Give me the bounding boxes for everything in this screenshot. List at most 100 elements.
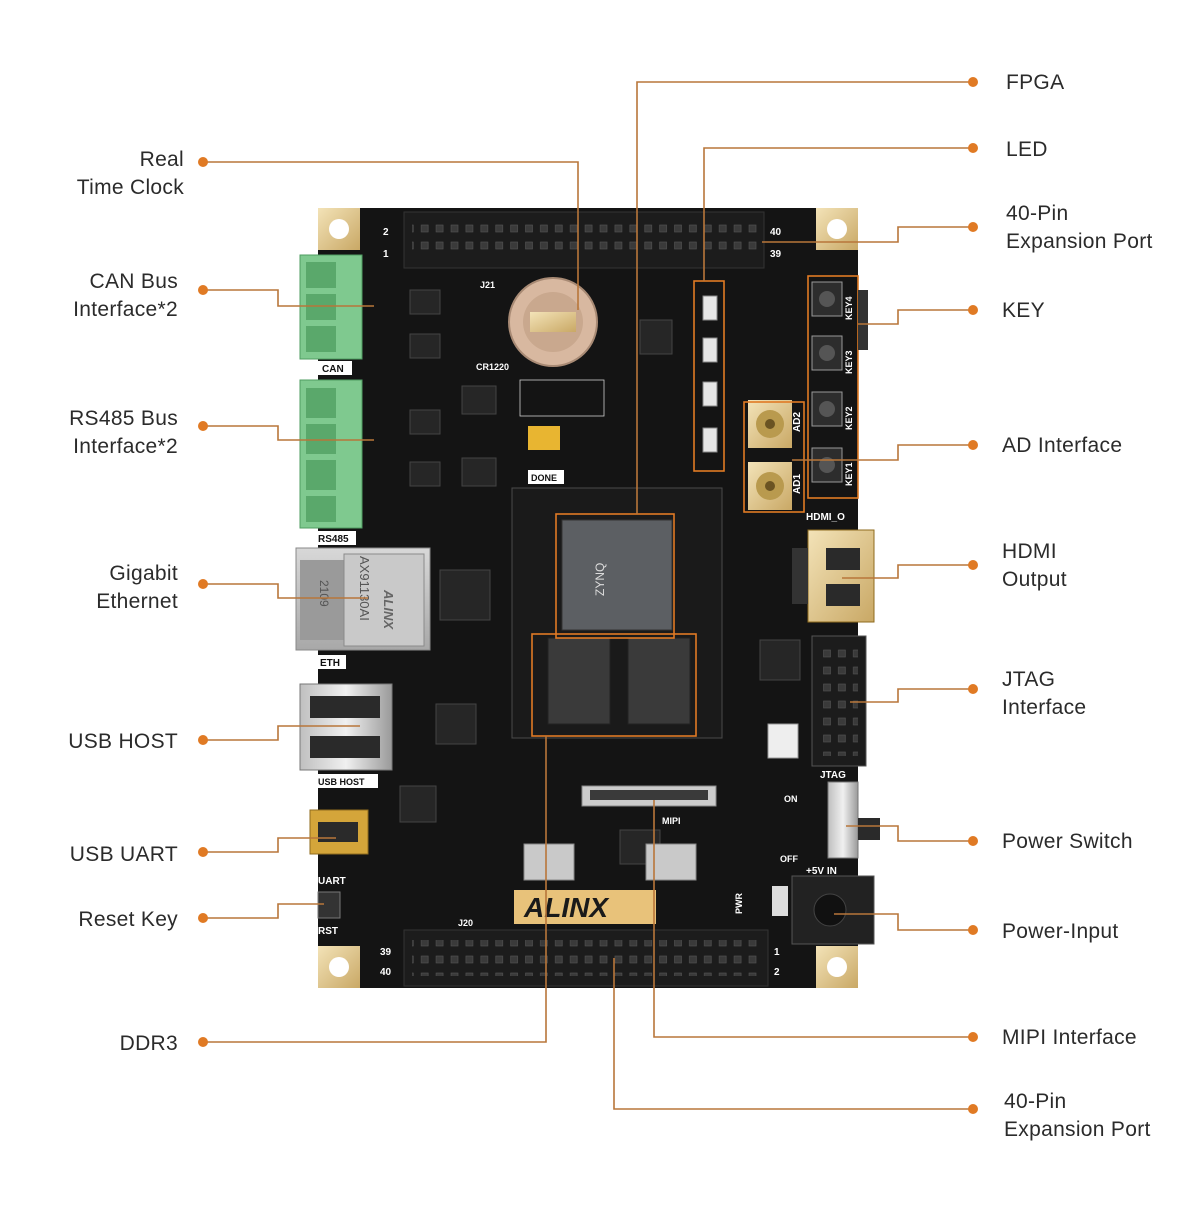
jtag-header <box>811 635 867 767</box>
ad1-silk: AD1 <box>792 474 803 494</box>
hdmi-silk: HDMI_O <box>806 512 845 523</box>
misc-ics <box>399 289 801 865</box>
on-silk: ON <box>784 794 798 804</box>
rtc-battery <box>508 277 598 367</box>
label-line: Real <box>139 148 184 171</box>
label-line: RS485 Bus <box>69 407 178 430</box>
ethernet-jack <box>295 547 431 651</box>
hdmi-port <box>792 529 875 623</box>
jtag-silk: JTAG <box>820 770 846 781</box>
pin2-top: 2 <box>383 227 389 238</box>
label-can-bus: CAN Bus Interface*2 <box>73 268 178 324</box>
callout-lines <box>203 81 973 1110</box>
label-line: LED <box>1006 138 1048 161</box>
label-gigabit-ethernet: Gigabit Ethernet <box>96 560 178 616</box>
ad2-silk: AD2 <box>792 412 803 432</box>
alinx-logo: ALINX <box>523 892 610 923</box>
expansion-header-top <box>403 211 765 269</box>
label-line: DDR3 <box>119 1032 178 1055</box>
can-terminal <box>299 254 363 360</box>
user-leds <box>702 295 718 453</box>
pwr-silk: PWR <box>734 893 744 914</box>
fan-connector <box>767 723 799 759</box>
user-keys <box>811 281 843 483</box>
pin40-top: 40 <box>770 227 782 238</box>
label-led: LED <box>1006 136 1048 164</box>
pin1-top: 1 <box>383 249 389 260</box>
j21-label: J21 <box>480 280 495 290</box>
label-reset-key: Reset Key <box>78 906 178 934</box>
key3-silk: KEY3 <box>844 350 854 374</box>
label-power-switch: Power Switch <box>1002 828 1133 856</box>
label-rs485-bus: RS485 Bus Interface*2 <box>69 405 178 461</box>
rst-silk: RST <box>318 926 338 937</box>
eth-chip-code: AX91130AI <box>357 556 372 621</box>
label-line: Interface*2 <box>73 435 178 458</box>
expansion-header-bottom <box>403 929 769 987</box>
label-line: CAN Bus <box>89 270 178 293</box>
reset-button <box>317 891 341 919</box>
core-module <box>511 487 723 739</box>
key4-silk: KEY4 <box>844 296 854 320</box>
rs485-silk: RS485 <box>318 534 349 545</box>
label-line: Expansion Port <box>1004 1118 1151 1141</box>
label-line: Interface <box>1002 696 1087 719</box>
label-key: KEY <box>1002 297 1045 325</box>
pin39-bot: 39 <box>380 947 392 958</box>
power-switch <box>827 781 880 859</box>
label-usb-uart: USB UART <box>70 841 178 869</box>
callout-dots <box>198 77 978 1114</box>
can-silk: CAN <box>322 364 344 375</box>
uart-silk: UART <box>318 876 346 887</box>
chip-brand: ZYNQ <box>593 563 607 596</box>
mipi-silk: MIPI <box>662 816 681 826</box>
eth-year: 2109 <box>317 580 331 607</box>
label-mipi-interface: MIPI Interface <box>1002 1024 1137 1052</box>
j20-label: J20 <box>458 918 473 928</box>
pin40-bot: 40 <box>380 967 392 978</box>
rs485-terminal <box>299 379 363 529</box>
label-hdmi-output: HDMI Output <box>1002 538 1067 594</box>
label-line: AD Interface <box>1002 434 1123 457</box>
pin2-bot: 2 <box>774 967 780 978</box>
key1-silk: KEY1 <box>844 462 854 486</box>
label-line: Ethernet <box>96 590 178 613</box>
label-line: Expansion Port <box>1006 230 1153 253</box>
label-line: Interface*2 <box>73 298 178 321</box>
pin39-top: 39 <box>770 249 782 260</box>
label-line: Reset Key <box>78 908 178 931</box>
label-ddr3: DDR3 <box>120 1030 178 1058</box>
label-expansion-port-top: 40-Pin Expansion Port <box>1006 200 1153 256</box>
label-line: HDMI <box>1002 540 1057 563</box>
eth-silk: ETH <box>320 658 340 669</box>
ad-connectors <box>748 400 792 510</box>
key2-silk: KEY2 <box>844 406 854 430</box>
label-line: Power Switch <box>1002 830 1133 853</box>
pin1-bot: 1 <box>774 947 780 958</box>
label-line: Time Clock <box>76 176 184 199</box>
label-line: MIPI Interface <box>1002 1026 1137 1049</box>
label-line: JTAG <box>1002 668 1056 691</box>
cr1220-silk: CR1220 <box>476 362 509 372</box>
label-usb-host: USB HOST <box>68 728 178 756</box>
label-line: Gigabit <box>109 562 178 585</box>
label-expansion-port-bottom: 40-Pin Expansion Port <box>1004 1088 1151 1144</box>
usb-host-port <box>299 683 393 771</box>
label-real-time-clock: Real Time Clock <box>77 146 184 202</box>
usb-uart-port <box>309 809 369 855</box>
label-line: 40-Pin <box>1006 202 1069 225</box>
five-v-silk: +5V IN <box>806 866 837 877</box>
off-silk: OFF <box>780 854 798 864</box>
label-line: FPGA <box>1006 71 1065 94</box>
label-line: Output <box>1002 568 1067 591</box>
label-ad-interface: AD Interface <box>1002 432 1122 460</box>
label-line: Power-Input <box>1002 920 1119 943</box>
label-line: USB HOST <box>68 730 178 753</box>
eth-brand: ALINX <box>381 589 396 630</box>
alinx-logo-plate <box>514 890 656 924</box>
label-power-input: Power-Input <box>1002 918 1119 946</box>
label-jtag-interface: JTAG Interface <box>1002 666 1086 722</box>
label-fpga: FPGA <box>1006 69 1064 97</box>
